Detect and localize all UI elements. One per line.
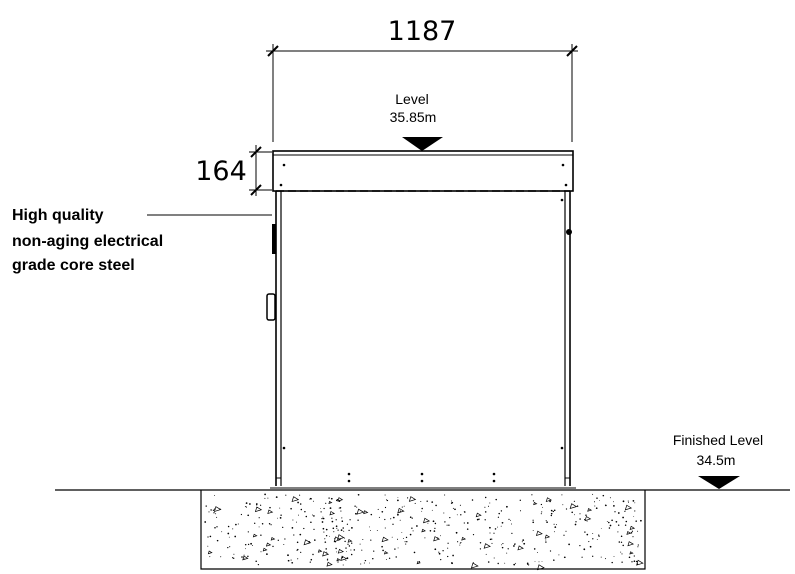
top-level-triangle-icon [402,137,443,151]
finished-level-marker: Finished Level 34.5m [673,432,763,489]
top-level-marker: Level 35.85m [390,91,443,151]
rivet-icon [560,446,564,450]
height-dimension-label: 164 [195,156,247,187]
annotation-line-3: grade core steel [12,257,135,274]
annotation-line-1: High quality [12,207,104,224]
side-knob-icon [566,229,572,235]
annotation-line-2: non-aging electrical [12,233,163,250]
hinge-icon [272,224,276,254]
finished-level-value: 34.5m [697,452,736,468]
width-dimension-label: 1187 [388,16,457,47]
lid-screw-icon [561,163,565,167]
top-level-label: Level [395,91,428,107]
lid-screw-icon [564,183,568,187]
top-level-value: 35.85m [390,109,437,125]
side-handle-icon [266,293,276,321]
width-dimension: 1187 [266,16,578,142]
lid-screw-icon [282,163,286,167]
height-dimension: 164 [195,145,272,196]
concrete-foundation [200,490,646,571]
finished-level-triangle-icon [698,476,740,489]
rivet-icon [282,446,286,450]
lid [272,150,574,192]
rivet-icon [560,198,564,202]
concrete-speckle [204,493,644,571]
lid-screw-icon [279,183,283,187]
cabinet-body [266,191,576,489]
bottom-rivets [347,472,496,483]
finished-level-label: Finished Level [673,432,763,448]
core-steel-annotation: High quality non-aging electrical grade … [12,207,272,274]
